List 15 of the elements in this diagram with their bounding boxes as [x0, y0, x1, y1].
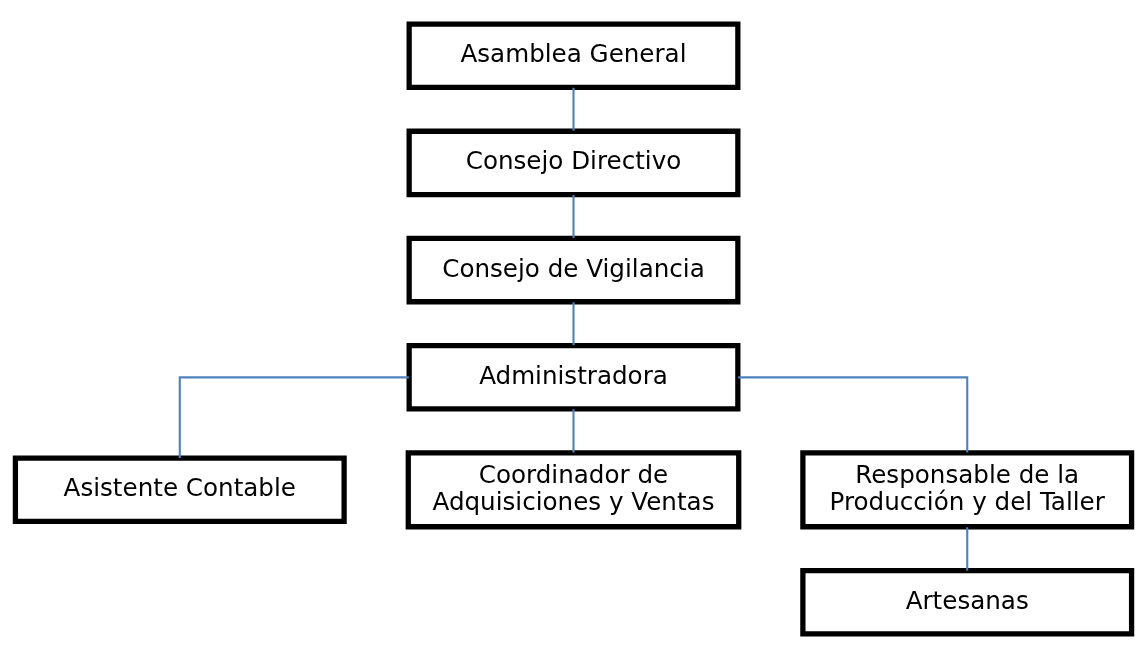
node-box: Responsable de la Producción y del Taller	[800, 450, 1135, 530]
connector	[966, 527, 969, 571]
node-box: Asamblea General	[406, 21, 741, 90]
connector	[572, 302, 575, 346]
connector	[738, 376, 969, 453]
connector	[572, 409, 575, 453]
node-box: Consejo Directivo	[406, 128, 741, 198]
node-box: Artesanas	[800, 568, 1135, 637]
node-box: Consejo de Vigilancia	[406, 235, 741, 305]
node-box: Coordinador de Adquisiciones y Ventas	[405, 450, 742, 530]
node-box: Administradora	[406, 343, 741, 412]
node-box: Asistente Contable	[12, 455, 347, 525]
connector	[572, 195, 575, 238]
connector	[572, 87, 575, 131]
connector	[178, 376, 409, 458]
